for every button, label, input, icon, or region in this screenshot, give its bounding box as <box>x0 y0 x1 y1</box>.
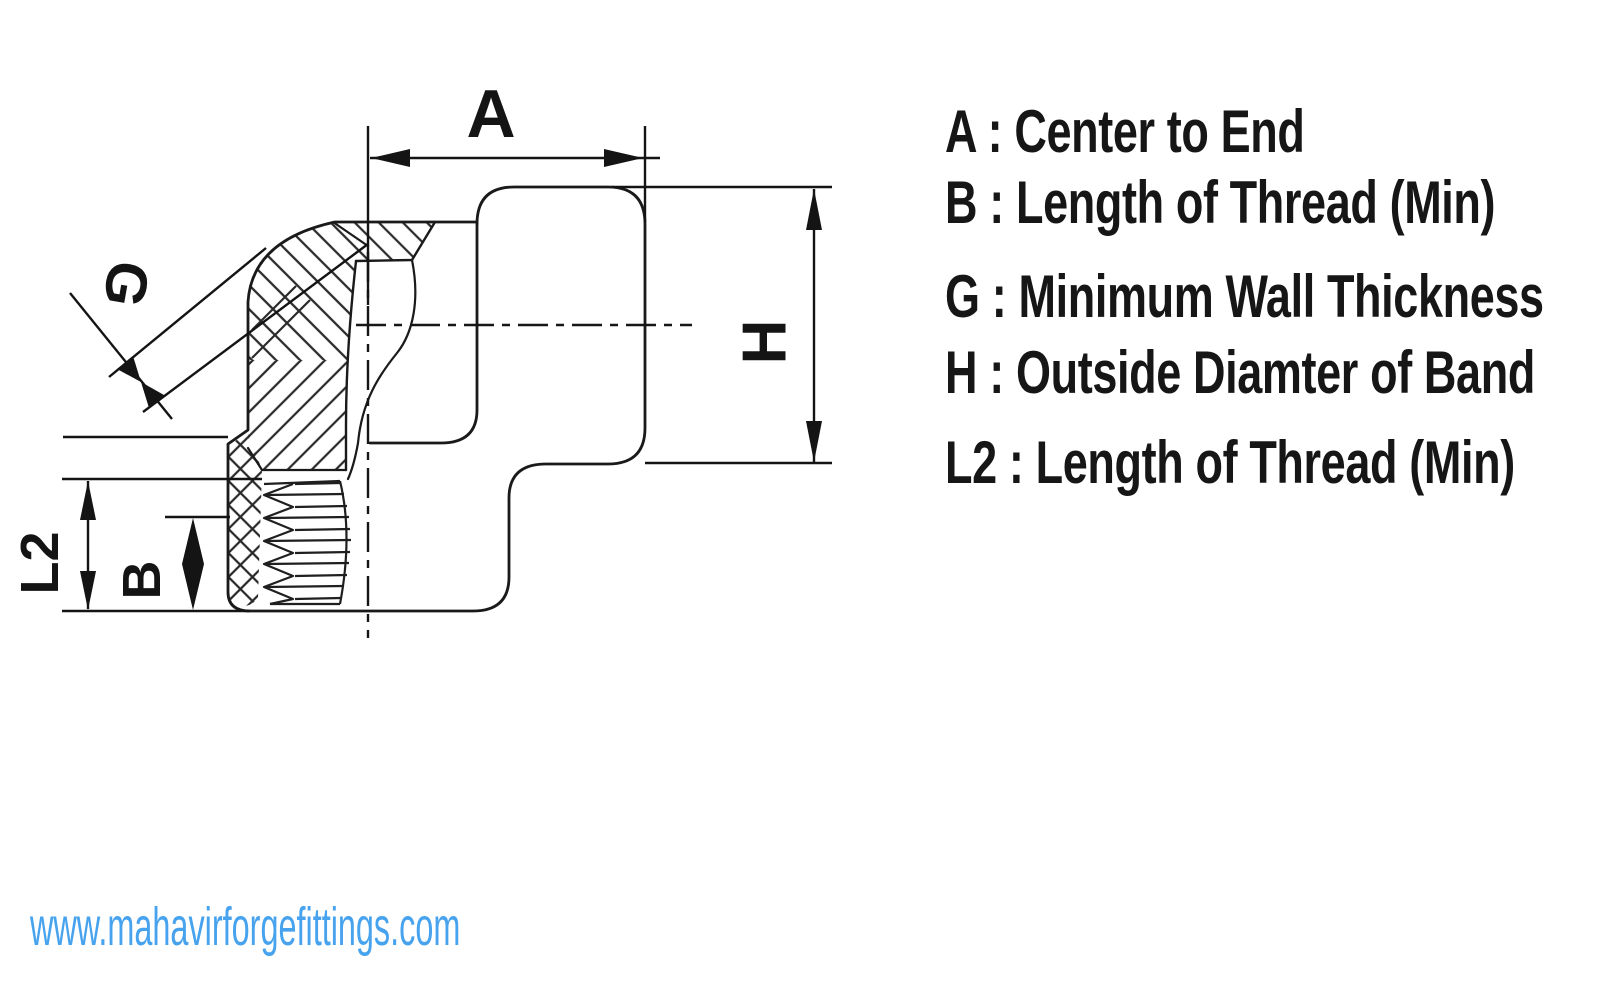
dimension-l2 <box>62 435 262 613</box>
legend-item-a: A : Center to End <box>945 98 1305 165</box>
website-url-link[interactable]: www.mahavirforgefittings.com <box>30 897 461 957</box>
legend-item-b: B : Length of Thread (Min) <box>945 169 1496 236</box>
dim-label-g: G <box>90 256 162 312</box>
thread-profile <box>262 479 352 606</box>
section-hatching <box>228 222 435 607</box>
dimension-a <box>366 126 660 305</box>
dimension-b <box>165 515 230 610</box>
legend-item-g: G : Minimum Wall Thickness <box>945 263 1544 330</box>
legend-item-l2: L2 : Length of Thread (Min) <box>945 429 1515 496</box>
centerlines <box>356 252 692 638</box>
dim-label-l2: L2 <box>10 531 70 594</box>
dim-label-b: B <box>112 561 172 600</box>
fitting-outline <box>226 185 647 613</box>
dim-label-a: A <box>466 76 515 152</box>
legend-item-h: H : Outside Diamter of Band <box>945 339 1535 406</box>
dim-label-h: H <box>731 320 800 365</box>
dimension-g <box>69 243 369 420</box>
dimension-h <box>612 185 832 465</box>
